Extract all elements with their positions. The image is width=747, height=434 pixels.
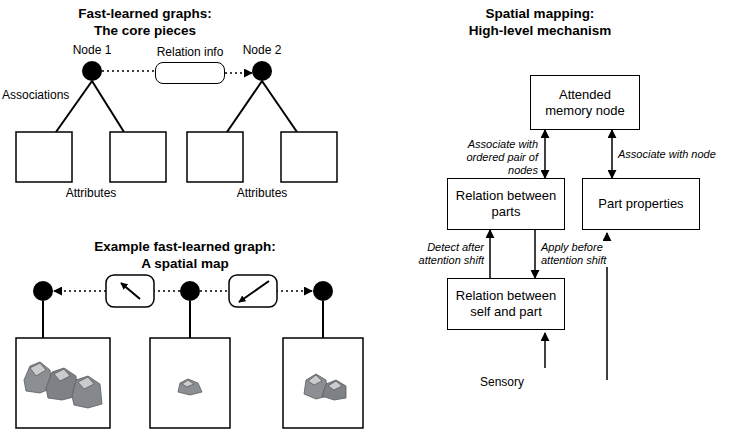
relation-box: Relation info	[155, 62, 225, 84]
edge-label: Detect after attention shift	[398, 241, 484, 267]
side-label: Associations	[2, 88, 69, 102]
box-label: Part properties	[598, 196, 683, 212]
spatial-map	[16, 275, 363, 428]
flow-arrow	[489, 230, 491, 278]
node-label: Relation info	[157, 45, 224, 59]
box-label: Attended memory node	[537, 87, 633, 119]
panel-title: Example fast-learned graph: A spatial ma…	[60, 238, 310, 272]
panel-title: Spatial mapping: High-level mechanism	[430, 5, 650, 39]
relation-link	[225, 72, 252, 74]
box-label: Relation between parts	[454, 188, 558, 220]
process-box: Attended memory node	[530, 75, 640, 130]
graph-node-dot: Node 2	[252, 61, 272, 81]
attribute-label: Attributes	[51, 186, 131, 200]
edge-label: Associate with ordered pair of nodes	[440, 138, 538, 177]
box-label: Relation between self and part	[454, 288, 558, 320]
process-box: Part properties	[582, 178, 700, 230]
node-label: Node 1	[73, 43, 112, 57]
input-label: Sensory	[466, 375, 538, 389]
attribute-squares	[16, 132, 337, 182]
flow-arrow	[534, 230, 536, 278]
process-box: Relation between self and part	[447, 278, 565, 330]
flow-arrow	[611, 130, 613, 178]
node-label: Node 2	[243, 43, 282, 57]
process-box: Relation between parts	[447, 178, 565, 230]
association-lines	[56, 81, 297, 132]
relation-link	[102, 70, 155, 72]
edge-label: Apply before attention shift	[541, 241, 631, 267]
attribute-label: Attributes	[222, 186, 302, 200]
flow-arrow	[544, 130, 546, 178]
panel-title: Fast-learned graphs: The core pieces	[50, 5, 240, 39]
edge-label: Associate with node	[618, 148, 730, 161]
graph-node-dot: Node 1	[82, 61, 102, 81]
